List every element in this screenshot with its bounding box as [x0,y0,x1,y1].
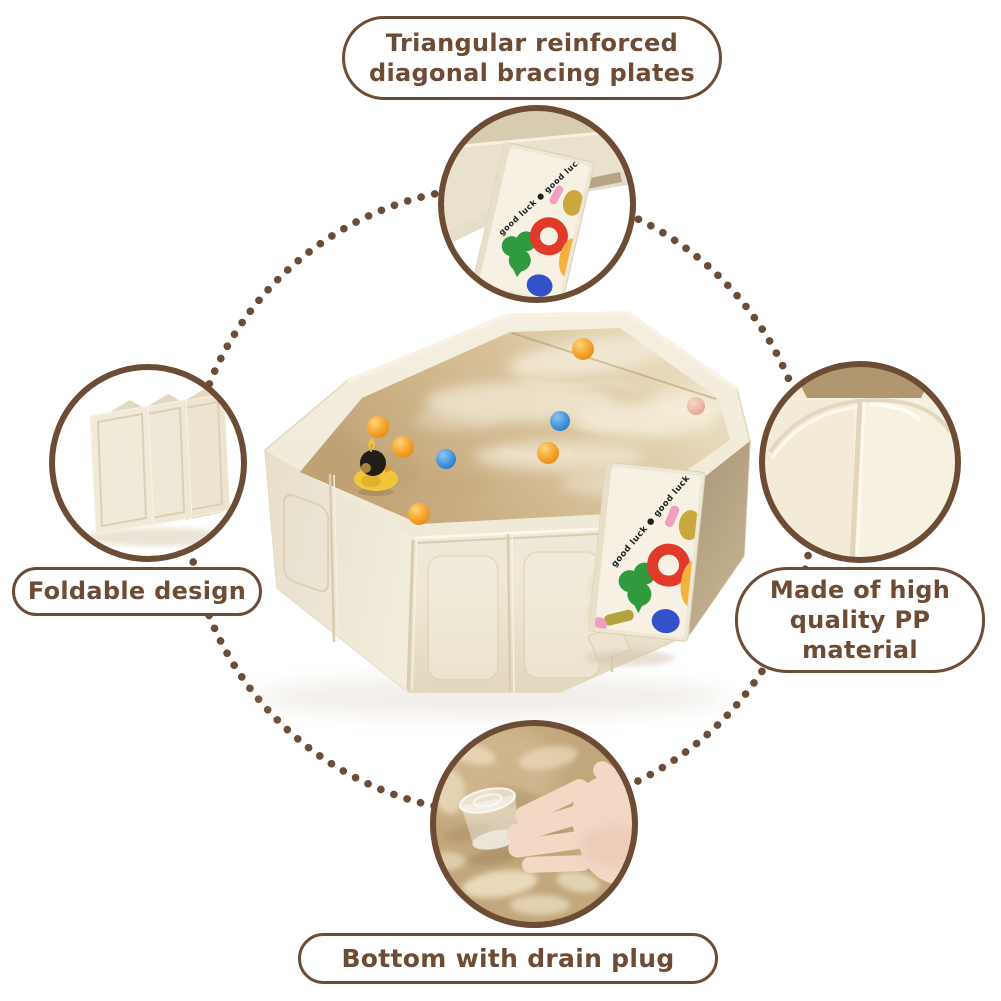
bathtub-illustration: good luck ● good luck [255,310,751,717]
toy-duck [354,438,398,496]
ball-orange-4 [537,442,559,464]
callout-label-bottom: Bottom with drain plug [341,943,675,973]
callout-bubble-bottom: Bottom with drain plug [298,933,718,984]
callout-label-top: Triangular reinforced diagonal bracing p… [369,28,695,87]
tub-shadow [255,677,725,717]
ball-orange-3 [392,436,414,458]
ball-orange-5 [408,503,430,525]
panel-seams [283,473,614,693]
pp-panel-closeup [766,398,958,560]
folded-panels [89,388,231,535]
detail-circle-drain-plug [430,720,638,928]
ball-blue-1 [550,411,570,431]
callout-label-left: Foldable design [27,577,247,606]
ball-blue-2 [436,449,456,469]
ball-pink-1 [687,397,705,415]
ball-orange-2 [367,416,389,438]
callout-bubble-left: Foldable design [12,567,262,616]
callout-label-right: Made of high quality PP material [769,575,951,665]
callout-bubble-top: Triangular reinforced diagonal bracing p… [342,16,722,100]
bracing-plate-card: good luck ● good luck [471,142,595,300]
detail-circle-bracing-plate: good luck ● good luck [438,105,636,303]
detail-circle-folded-panels [49,364,247,562]
tub-left-face [265,450,415,692]
rim-highlight [346,310,739,391]
detail-circle-pp-material [759,361,961,563]
floating-balls [367,338,705,525]
ball-orange-1 [572,338,594,360]
callout-bubble-right: Made of high quality PP material [735,567,985,673]
